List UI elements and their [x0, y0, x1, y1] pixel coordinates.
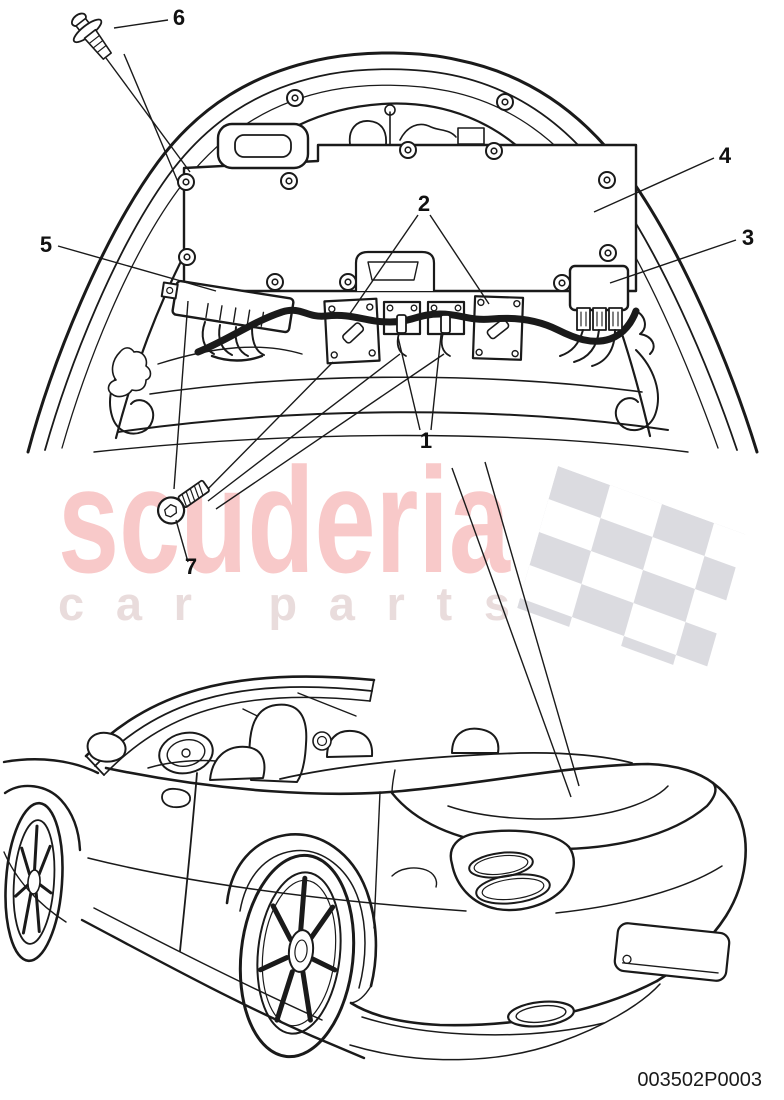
- steering-wheel: [158, 731, 214, 775]
- license-plate-recess: [613, 922, 731, 982]
- callout-4: 4: [593, 143, 732, 213]
- screw-icon: [286, 89, 304, 107]
- screw-icon: [485, 142, 503, 160]
- screw-icon: [178, 248, 196, 266]
- door-mirror: [86, 731, 127, 763]
- body-side: [3, 772, 467, 1060]
- grip-handle-inner: [234, 134, 292, 158]
- exhaust-tip: [507, 1000, 575, 1028]
- grip-handle: [216, 122, 310, 170]
- module-rib: [219, 305, 223, 321]
- front-wheel-spokes: [14, 824, 53, 935]
- boot-lid-outline: [26, 51, 759, 454]
- rear-wheel: [225, 833, 378, 1059]
- lock-latch-inner: [367, 261, 419, 281]
- door-seam: [179, 772, 198, 952]
- leader-to-car-2: [484, 461, 580, 787]
- lock-latch: [354, 250, 436, 293]
- speaker: [312, 731, 332, 751]
- screw-icon: [553, 274, 571, 292]
- boot-lid-inner-line-1: [44, 68, 738, 451]
- bumper-crease-low: [361, 1016, 605, 1036]
- watermark: scuderia car parts: [58, 436, 746, 677]
- clip-part-drawing: [71, 12, 112, 60]
- mech-bracket: [457, 127, 485, 145]
- screw-icon: [177, 173, 195, 191]
- connector-module: [559, 264, 655, 367]
- connector-box-left: [323, 297, 381, 365]
- screw-icon: [598, 171, 616, 189]
- callout-3: 3: [609, 225, 754, 284]
- shelf-line: [157, 346, 303, 365]
- checkered-flag: [517, 466, 746, 677]
- front-wheel: [2, 758, 100, 963]
- latch-pin-head: [384, 104, 396, 116]
- callout-label-1: 1: [420, 428, 432, 453]
- harness-clip-1: [396, 314, 407, 357]
- screw-icon: [599, 244, 617, 262]
- callout-6: 6: [71, 5, 191, 183]
- harness-clip-2: [440, 314, 451, 357]
- callout-1: 1: [397, 334, 442, 453]
- screw-icon: [496, 93, 514, 111]
- wiring-harness-core: [196, 308, 638, 354]
- watermark-subtitle: car parts: [58, 577, 510, 630]
- lower-edge-line-1: [149, 376, 643, 395]
- callout-label-4: 4: [719, 143, 732, 168]
- callout-label-3: 3: [742, 225, 754, 250]
- beltline: [104, 762, 715, 796]
- trunk-lid: [390, 769, 717, 851]
- screw-icon: [339, 273, 357, 291]
- car-illustration: [2, 675, 747, 1061]
- rear-wheel-spokes: [258, 875, 338, 1023]
- bumper-crease-top: [555, 865, 723, 914]
- callout-label-2: 2: [418, 191, 430, 216]
- callout-7: 7: [156, 300, 445, 579]
- mech-bump: [348, 120, 387, 145]
- connector-box-right: [471, 295, 525, 361]
- module-rib: [232, 307, 237, 323]
- watermark-brand: scuderia: [58, 436, 511, 604]
- hinge-right: [614, 349, 659, 431]
- screw-icon: [266, 273, 284, 291]
- control-module-tab: [160, 281, 179, 300]
- mech-squiggle: [399, 123, 457, 141]
- door-handle: [161, 787, 191, 809]
- bumper-under: [349, 983, 661, 1061]
- callout-label-7: 7: [185, 554, 197, 579]
- control-module-tab-hole: [166, 286, 174, 295]
- bumper-bottom: [349, 979, 659, 1027]
- lower-edge-line-3: [93, 434, 689, 453]
- lower-edge-line-2: [117, 411, 669, 433]
- leader-to-car-1: [451, 467, 572, 798]
- part-number: 003502P0003: [637, 1069, 762, 1091]
- callout-5: 5: [40, 232, 217, 292]
- taillight-cluster: [391, 829, 575, 912]
- grommet: [107, 347, 152, 398]
- boot-lid-diagram: [26, 51, 759, 454]
- screw-part-drawing: [156, 479, 210, 525]
- screw-icon: [399, 141, 417, 159]
- screw-icon: [280, 172, 298, 190]
- module-rib: [246, 309, 251, 325]
- module-rib: [205, 302, 209, 319]
- tonneau-seam: [279, 751, 633, 780]
- callout-label-6: 6: [173, 5, 185, 30]
- callout-2: 2: [346, 191, 490, 319]
- seats: [209, 703, 500, 783]
- callout-label-5: 5: [40, 232, 52, 257]
